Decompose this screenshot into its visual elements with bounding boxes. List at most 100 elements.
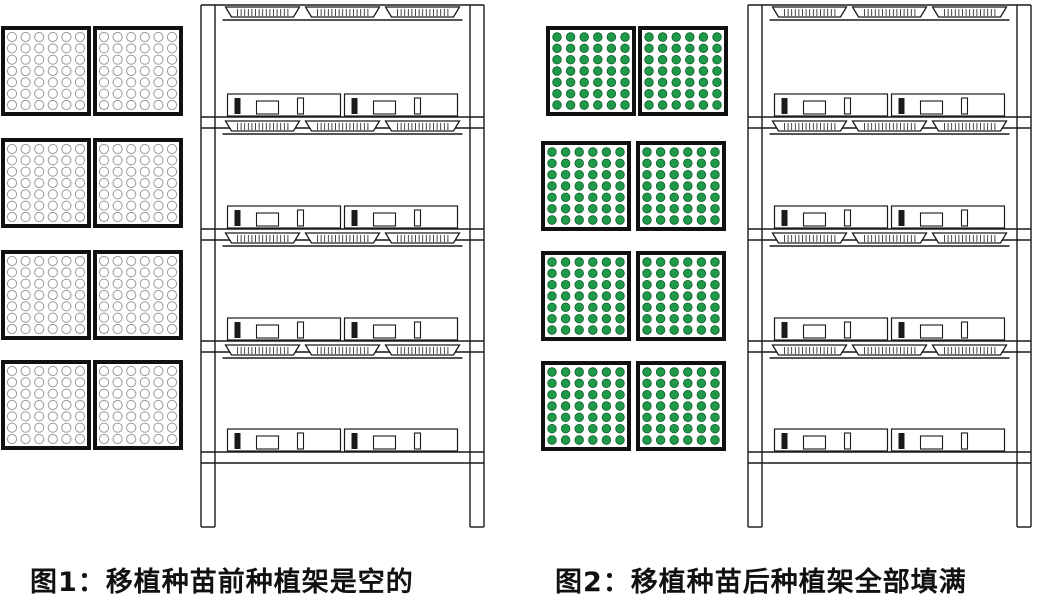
box-meter	[898, 98, 905, 114]
empty-cell	[139, 65, 150, 77]
seedling-tray	[93, 26, 183, 116]
empty-cell	[6, 166, 18, 177]
box-slot	[296, 432, 305, 450]
box-panel	[372, 435, 397, 450]
seedling	[655, 412, 666, 423]
seedling	[615, 203, 625, 214]
seedling	[615, 302, 625, 313]
seedling	[685, 32, 695, 42]
box-slot	[960, 432, 969, 450]
box-meter	[898, 322, 905, 338]
empty-cell	[166, 267, 178, 278]
empty-cell	[6, 301, 18, 312]
box-outline	[226, 205, 342, 229]
seedling	[698, 100, 709, 110]
empty-cell	[153, 289, 164, 301]
empty-cell	[98, 411, 110, 422]
seedling	[710, 291, 720, 301]
empty-cell	[34, 211, 45, 223]
grow-light-fixture	[929, 6, 1010, 21]
empty-cell	[47, 289, 58, 301]
empty-cell	[153, 177, 164, 189]
box-outline	[773, 428, 889, 452]
seedling	[698, 88, 709, 99]
controller-box	[226, 317, 342, 341]
empty-cell	[153, 388, 164, 399]
seedling	[588, 435, 598, 445]
figure-2-caption: 图2：移植种苗后种植架全部填满	[555, 567, 967, 598]
empty-cell	[139, 433, 150, 445]
seedling	[615, 158, 625, 169]
seedling	[655, 291, 666, 301]
seedling	[620, 55, 630, 65]
tray-frame	[636, 361, 726, 451]
seedling	[574, 424, 584, 434]
seedling	[588, 257, 598, 267]
box-outline	[890, 428, 1006, 452]
empty-cell	[20, 278, 31, 289]
empty-cell	[166, 99, 178, 111]
seedling	[620, 100, 630, 110]
box-meter	[234, 98, 241, 114]
seedling	[593, 55, 603, 65]
empty-cell	[20, 388, 31, 399]
seedling	[712, 77, 722, 88]
empty-cell	[34, 289, 45, 301]
empty-cell	[139, 323, 150, 335]
empty-cell	[47, 77, 58, 88]
seedling	[696, 401, 707, 411]
seedling	[547, 435, 557, 445]
empty-cell	[47, 177, 58, 189]
seedling	[565, 32, 576, 42]
empty-cell	[126, 388, 137, 399]
empty-cell	[153, 77, 164, 88]
seedling	[669, 268, 679, 279]
seedling	[669, 181, 679, 191]
empty-cell	[126, 166, 137, 177]
seedling	[710, 203, 720, 214]
seedling	[615, 367, 625, 377]
empty-cell	[139, 255, 150, 267]
seedling	[547, 203, 557, 214]
empty-cell	[6, 323, 18, 335]
seedling	[601, 424, 612, 434]
seedling	[696, 268, 707, 279]
seedling	[655, 401, 666, 411]
controller-box	[890, 317, 1006, 341]
empty-cell	[166, 377, 178, 388]
empty-cell	[61, 301, 72, 312]
seedling	[698, 32, 709, 42]
empty-cell	[74, 77, 86, 88]
seedling	[588, 268, 598, 279]
empty-cell	[6, 422, 18, 433]
box-panel	[802, 100, 827, 115]
seedling	[601, 378, 612, 389]
seedling	[669, 147, 679, 157]
empty-cell	[61, 88, 72, 99]
box-meter	[234, 322, 241, 338]
controller-box	[773, 428, 889, 452]
empty-cell	[166, 289, 178, 301]
empty-cell	[139, 422, 150, 433]
empty-cell	[126, 289, 137, 301]
empty-cell	[74, 377, 86, 388]
empty-cell	[139, 211, 150, 223]
empty-cell	[139, 301, 150, 312]
grow-light-fixture	[929, 120, 1010, 135]
seedling	[642, 302, 652, 313]
empty-cell	[153, 365, 164, 377]
box-meter	[781, 433, 788, 449]
empty-cell	[166, 399, 178, 411]
empty-cell	[34, 365, 45, 377]
box-panel	[919, 324, 944, 339]
seedling	[696, 367, 707, 377]
seedling	[560, 181, 571, 191]
empty-cell	[139, 411, 150, 422]
empty-cell	[153, 88, 164, 99]
seedling	[588, 314, 598, 324]
grow-light-fixture	[849, 232, 930, 247]
seedling	[655, 181, 666, 191]
box-meter	[781, 98, 788, 114]
seedling	[593, 32, 603, 42]
seedling	[615, 424, 625, 434]
